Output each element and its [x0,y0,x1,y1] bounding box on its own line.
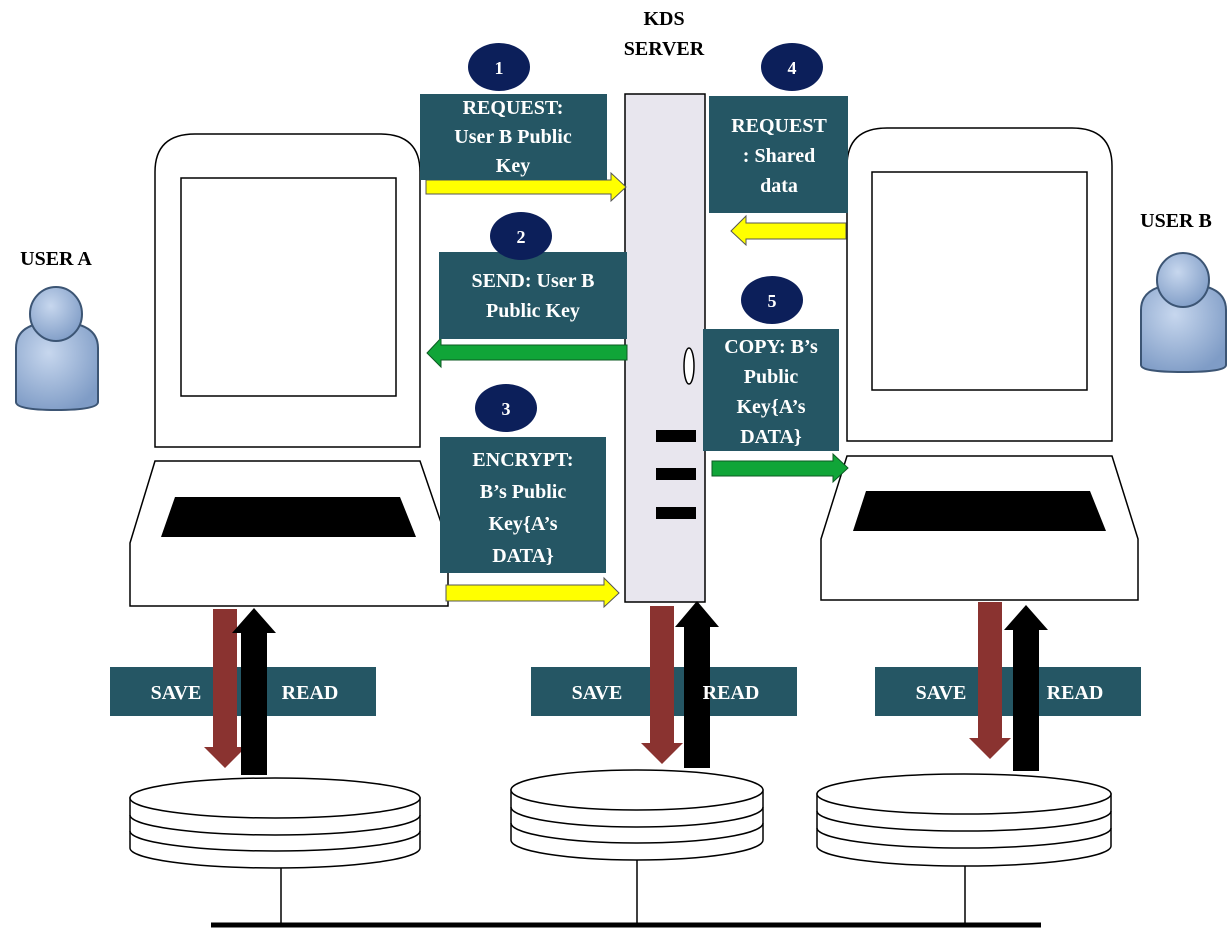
step5-line4: DATA} [740,426,802,448]
step2-badge: 2 [490,212,552,260]
storage-server-save-read: SAVE READ [531,601,797,768]
step4-line2: : Shared [743,145,815,167]
arrow-step4-request [731,216,846,245]
step1-box: REQUEST: User B Public Key [420,94,607,180]
svg-text:1: 1 [495,58,504,78]
step3-line3: Key{A’s [489,513,558,535]
step1-line2: User B Public [454,126,572,148]
step1-line3: Key [496,155,530,177]
svg-text:3: 3 [502,399,511,419]
svg-text:4: 4 [788,58,797,78]
arrow-step3-encrypt [446,578,619,607]
user-a-label: USER A [20,248,92,270]
storage-a-save-read: SAVE READ [110,608,376,775]
save-label-a: SAVE [151,682,202,704]
step3-box: ENCRYPT: B’s Public Key{A’s DATA} [440,437,606,573]
step3-badge: 3 [475,384,537,432]
step1-line1: REQUEST: [463,97,564,119]
read-label-a: READ [282,682,339,704]
read-label-server: READ [703,682,760,704]
step4-line3: data [760,175,798,197]
svg-text:2: 2 [517,227,526,247]
step5-line3: Key{A’s [737,396,806,418]
disk-b [817,774,1111,866]
disk-a [130,778,420,868]
kds-server-tower [625,94,705,602]
svg-text:5: 5 [768,291,777,311]
step5-line2: Public [744,366,799,388]
step2-line1: SEND: User B [472,270,595,292]
kds-server-label-line2: SERVER [624,38,705,60]
read-label-b: READ [1047,682,1104,704]
step5-line1: COPY: B’s [724,336,818,358]
step4-badge: 4 [761,43,823,91]
step4-line1: REQUEST [731,115,827,137]
step3-line1: ENCRYPT: [472,449,573,471]
user-b-icon [1141,253,1226,372]
step1-badge: 1 [468,43,530,91]
step2-line2: Public Key [486,300,580,322]
step4-box: REQUEST : Shared data [709,96,848,213]
step5-box: COPY: B’s Public Key{A’s DATA} [703,329,839,451]
step2-box: SEND: User B Public Key [439,252,627,339]
step3-line2: B’s Public [480,481,567,503]
arrow-step2-send [427,338,627,367]
step3-line4: DATA} [492,545,554,567]
computer-a [130,134,448,606]
user-a-icon [16,287,98,410]
kds-server-label-line1: KDS [643,8,684,30]
network-bus [211,860,1041,925]
disk-server [511,770,763,860]
storage-b-save-read: SAVE READ [875,602,1141,771]
arrow-step5-copy [712,454,848,482]
save-label-server: SAVE [572,682,623,704]
computer-b [821,128,1138,600]
user-b-label: USER B [1140,210,1212,232]
save-label-b: SAVE [916,682,967,704]
step5-badge: 5 [741,276,803,324]
